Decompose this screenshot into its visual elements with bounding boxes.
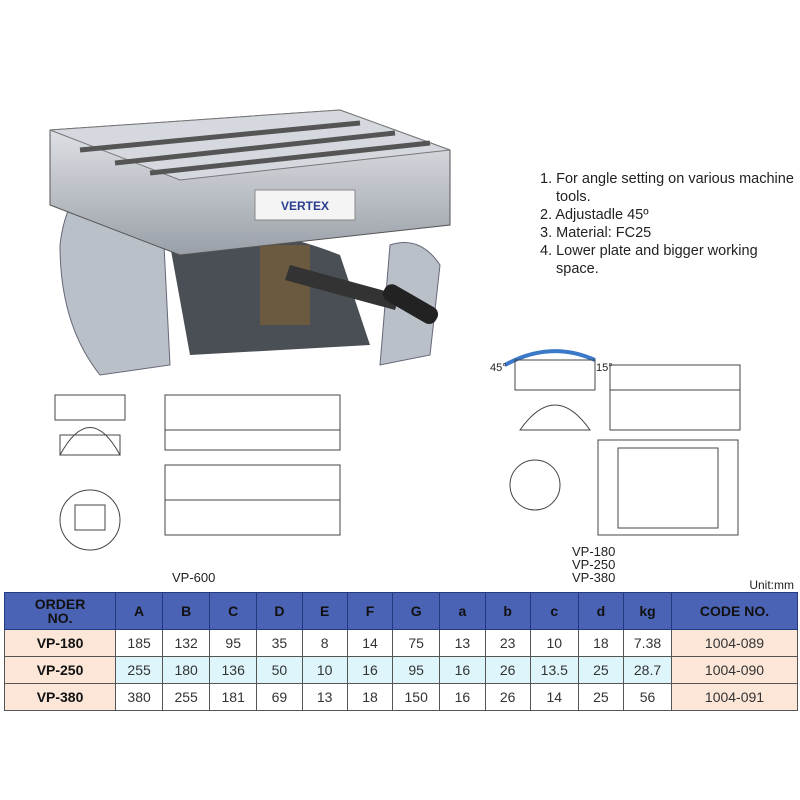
table-cell: 25 [577,656,625,684]
drawing-labels-vp-series: VP-180 VP-250 VP-380 [572,545,615,584]
column-header: G [392,592,441,630]
table-cell: 181 [209,683,258,711]
table-cell: 26 [484,683,531,711]
table-cell: 8 [301,629,348,657]
table-cell: 56 [623,683,672,711]
column-header: c [529,592,579,630]
table-cell: 14 [529,683,579,711]
table-cell: 18 [577,629,625,657]
product-photo-tilting-table: VERTEX [49,109,451,376]
table-cell: 95 [392,656,441,684]
order-no-cell: VP-250 [3,656,117,684]
table-cell: 35 [256,629,303,657]
column-header: B [162,592,211,630]
table-cell: 18 [346,683,394,711]
table-cell: 13 [439,629,486,657]
table-cell: 13 [301,683,348,711]
order-no-cell: VP-380 [3,683,117,711]
table-cell: 13.5 [529,656,579,684]
feature-item: 4. Lower plate and bigger working space. [540,243,758,277]
technical-drawing-vp600 [54,394,341,551]
feature-list: 1. For angle setting on various machine … [540,170,800,278]
table-cell: 16 [346,656,394,684]
column-header: E [301,592,348,630]
table-cell: 26 [484,656,531,684]
table-cell: 95 [209,629,258,657]
brand-logo: VERTEX [281,199,329,213]
table-cell: 25 [577,683,625,711]
column-header: CODE NO. [670,592,799,630]
angle-label-15: 15° [596,362,613,374]
table-cell: 23 [484,629,531,657]
feature-item: 3. Material: FC25 [540,225,652,241]
table-cell: 7.38 [623,629,672,657]
model-label: VP-250 [572,557,616,572]
column-header: C [209,592,258,630]
code-no-cell: 1004-089 [670,629,799,657]
column-header: ORDER NO. [3,592,117,630]
table-cell: 380 [115,683,164,711]
table-cell: 10 [529,629,579,657]
table-cell: 10 [301,656,348,684]
table-cell: 185 [115,629,164,657]
column-header: d [577,592,625,630]
table-cell: 136 [209,656,258,684]
table-cell: 16 [439,683,486,711]
column-header: b [484,592,531,630]
code-no-cell: 1004-091 [670,683,799,711]
table-cell: 255 [162,683,211,711]
technical-drawing-vp180-380 [504,349,741,536]
column-header: kg [623,592,672,630]
table-cell: 14 [346,629,394,657]
order-no-cell: VP-180 [3,629,117,657]
column-header: D [256,592,303,630]
model-label: VP-380 [572,570,616,585]
unit-label: Unit:mm [749,578,794,592]
table-cell: 50 [256,656,303,684]
drawing-label-vp600: VP-600 [172,570,216,585]
table-cell: 69 [256,683,303,711]
table-cell: 132 [162,629,211,657]
model-label: VP-180 [572,544,616,559]
table-cell: 28.7 [623,656,672,684]
table-cell: 150 [392,683,441,711]
table-cell: 75 [392,629,441,657]
code-no-cell: 1004-090 [670,656,799,684]
table-cell: 180 [162,656,211,684]
table-cell: 255 [115,656,164,684]
table-cell: 16 [439,656,486,684]
angle-label-45: 45° [490,362,507,374]
feature-item: 1. For angle setting on various machine … [540,171,794,205]
column-header: A [115,592,164,630]
feature-item: 2. Adjustadle 45º [540,207,649,223]
column-header: a [439,592,486,630]
column-header: F [346,592,394,630]
